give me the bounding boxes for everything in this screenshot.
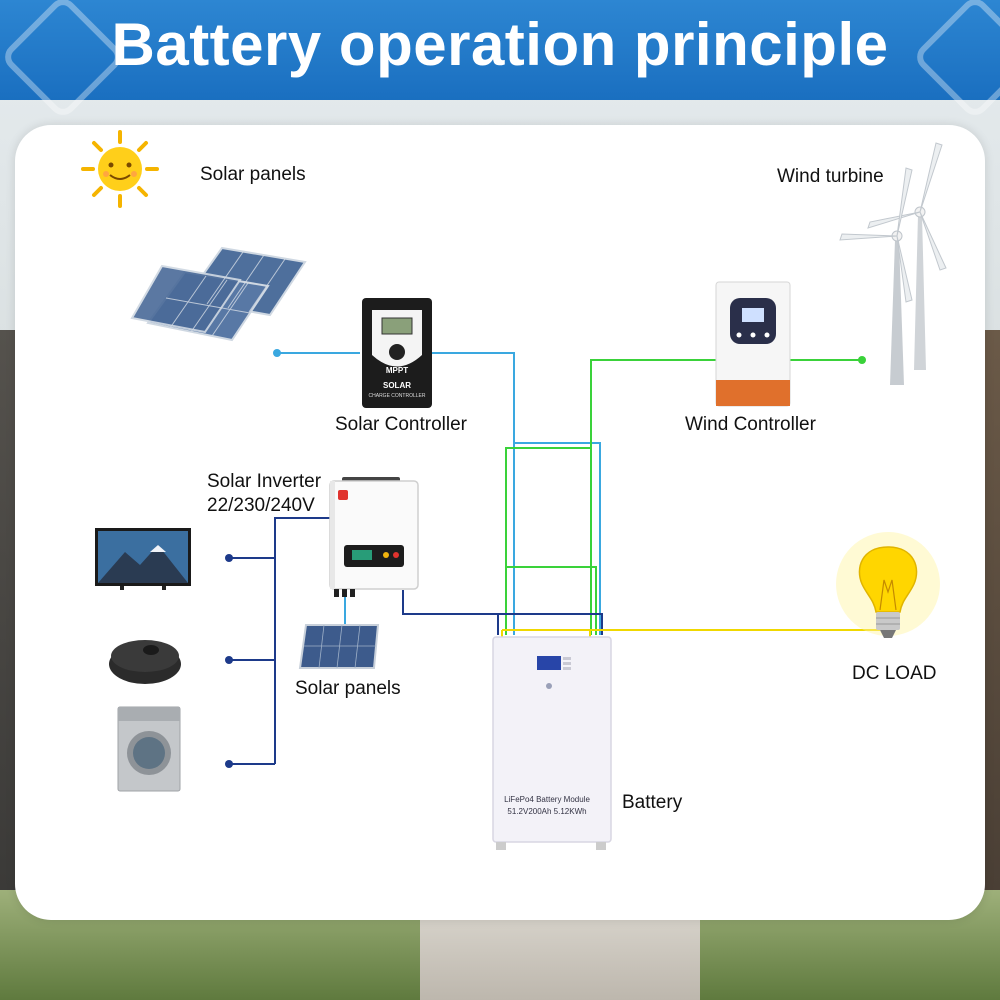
wires [229,352,880,765]
wind-wire [505,447,591,635]
controller-sub: CHARGE CONTROLLER [369,393,426,399]
solar-inverter-icon [329,477,419,597]
small-solar-panel-icon [298,624,380,669]
solar-wire [432,352,515,635]
wire-node [225,760,233,768]
background-path [420,910,700,1000]
light-bulb-icon [836,532,940,638]
page-title: Battery operation principle [111,11,889,78]
label-wind-controller: Wind Controller [685,414,817,435]
label-dc-load: DC LOAD [852,663,936,684]
wire-node [225,554,233,562]
label-inverter: Solar Inverter [207,471,322,492]
wire-node [225,656,233,664]
wind-controller-icon [715,281,791,407]
wind-wire [506,566,597,635]
battery-spec-text: 51.2V200Ah 5.12KWh [507,807,586,816]
battery-icon: LiFePo4 Battery Module 51.2V200Ah 5.12KW… [492,636,612,850]
label-battery: Battery [622,792,683,813]
title-banner: Battery operation principle [0,0,1000,121]
mppt-text: MPPT [386,366,408,375]
label-solar-panels: Solar panels [200,164,306,185]
robot-vacuum-icon [109,640,181,684]
washing-machine-icon [117,706,181,792]
tv-icon [95,528,191,590]
sun-icon [81,130,159,208]
wire-node [273,349,281,357]
wire-nodes [225,349,866,768]
label-solar-panels-small: Solar panels [295,678,401,699]
solar-controller-icon: MPPT SOLAR CHARGE CONTROLLER [362,298,432,408]
label-inverter-voltage: 22/230/240V [207,495,315,516]
ac-wire [274,517,330,764]
label-wind-turbine: Wind turbine [777,166,884,187]
solar-panel-array-icon [130,246,307,342]
controller-brand: SOLAR [383,381,411,390]
wind-wire [590,359,716,635]
wind-turbine-icon [839,142,947,385]
ac-wire [402,590,603,635]
battery-module-text: LiFePo4 Battery Module [504,795,590,804]
label-solar-controller: Solar Controller [335,414,468,435]
wire-node [858,356,866,364]
solar-wire [514,442,601,635]
